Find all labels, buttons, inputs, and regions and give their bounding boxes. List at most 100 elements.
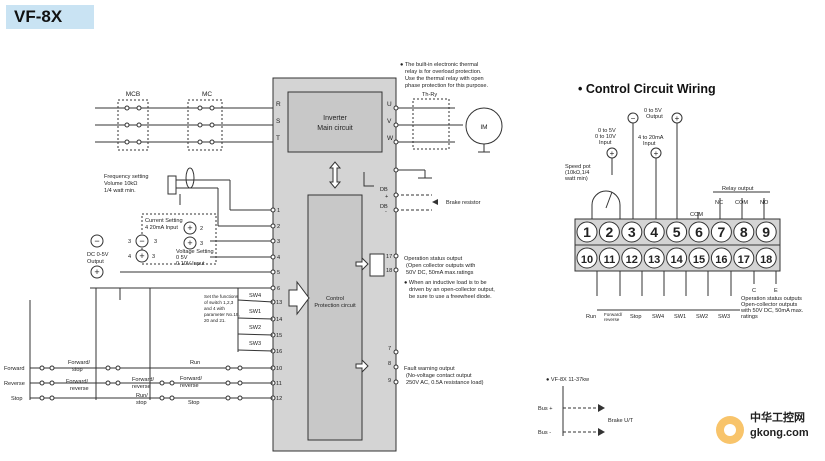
current-setting-2: 4 20mA Input	[145, 225, 178, 231]
term-6: 6	[277, 286, 280, 292]
term-2: 2	[277, 224, 280, 230]
terminal-w: W	[387, 135, 394, 142]
status-arrow	[355, 256, 369, 272]
small-num-3: 3	[128, 239, 131, 245]
terminal-u: U	[387, 101, 392, 108]
terminal-number: 3	[628, 224, 636, 240]
mc-box	[187, 99, 223, 151]
term-17: 17	[386, 254, 392, 260]
mcb-label: MCB	[126, 91, 140, 98]
terminal-number: 7	[718, 224, 726, 240]
sw3-label: SW3	[249, 341, 261, 347]
speed-pot-icon	[591, 190, 621, 206]
small-num-5: 4	[128, 254, 131, 260]
sw-note-5: 20 and 21.	[204, 318, 226, 323]
voltage-setting-3: 0 10V Input	[176, 261, 205, 267]
terminal-number: 11	[604, 254, 616, 266]
terminal-number: 10	[581, 254, 593, 266]
term-11: 11	[276, 381, 282, 387]
watermark-text-1: 中华工控网	[750, 410, 805, 424]
terminal-s: S	[276, 118, 281, 125]
sw-note-1: Set the functions	[204, 294, 239, 299]
stop-label: Stop	[188, 400, 200, 406]
term-3: 3	[277, 239, 280, 245]
svg-text:−: −	[139, 236, 144, 246]
terminal-number: 6	[695, 224, 703, 240]
sw2-label: SW2	[249, 325, 261, 331]
fwdrev-label-1: Forward/	[180, 376, 203, 382]
small-num-2: 3	[200, 241, 203, 247]
mcb-contacts	[124, 105, 215, 145]
shield-ring	[185, 167, 195, 189]
dc-output-2: Output	[87, 259, 104, 265]
svg-text:+: +	[654, 149, 659, 158]
freq-pot-icon	[167, 175, 177, 195]
mid-label-8: reverse	[132, 384, 151, 390]
sw-note-2: of switch 1,2,3	[204, 300, 234, 305]
mid-label-4: reverse	[70, 386, 89, 392]
speed-pot-3: watt min)	[564, 176, 588, 182]
terminal-number: 4	[650, 224, 658, 240]
input-arrow	[288, 280, 310, 316]
bus-minus-label: Bus -	[538, 430, 551, 436]
terminal-number: 15	[693, 254, 705, 266]
input1-label-1: 0 to 5V	[598, 128, 616, 134]
term-13: 13	[276, 300, 282, 306]
svg-text:−: −	[94, 236, 99, 246]
svg-text:+: +	[675, 114, 680, 123]
sw1-label: SW1	[249, 309, 261, 315]
terminal-circle	[643, 221, 665, 243]
terminal-number: 9	[762, 224, 770, 240]
bus-arrow-1	[598, 404, 605, 412]
terminal-r: R	[276, 101, 281, 108]
mid-label-5: Run/	[136, 393, 148, 399]
sw-wires	[237, 288, 274, 352]
terminal-circle	[621, 247, 643, 269]
svg-text:+: +	[187, 223, 192, 233]
mid-label-6: stop	[136, 400, 147, 406]
term-4: 4	[277, 255, 280, 261]
terminal-circle	[598, 247, 620, 269]
mid-label-3: Forward/	[66, 379, 89, 385]
control-circuit-label-1: Control	[326, 296, 344, 302]
svg-text:+: +	[610, 149, 615, 158]
page-title: VF-8X	[14, 7, 63, 26]
terminal-circle	[755, 221, 777, 243]
svg-text:+: +	[187, 238, 192, 248]
term-14: 14	[276, 317, 282, 323]
brake-ut-label: Brake U/T	[608, 418, 634, 424]
sw-note-4: parameter No.19,	[204, 312, 240, 317]
svg-text:+: +	[94, 267, 99, 277]
source-symbols	[90, 221, 197, 279]
fwdrev-label-2: reverse	[180, 383, 199, 389]
terminal-number: 14	[670, 254, 683, 266]
op-note-2: Open-collector outputs	[741, 302, 797, 308]
terminal-circle	[666, 221, 688, 243]
terminal-circle	[598, 221, 620, 243]
relay-no: NO	[760, 200, 769, 206]
label-e: E	[774, 288, 778, 294]
bot-label-sw1: SW1	[674, 314, 686, 320]
control-circuit-box	[307, 194, 363, 441]
term-15: 15	[276, 333, 282, 339]
control-circuit-label-2: Protection circuit	[314, 303, 356, 309]
bot-label-sw2: SW2	[696, 314, 708, 320]
inductive-note-1: ● When an inductive load is to be	[404, 280, 487, 286]
sw-note-3: and 4 with	[204, 306, 225, 311]
small-num-6: 3	[152, 254, 155, 260]
relay-output-label: Relay output	[722, 186, 754, 192]
op-note-3: with 50V DC, 50mA max.	[740, 308, 804, 314]
fault-output-1: Fault warning output	[404, 366, 455, 372]
op-note-1: Operation status outputs	[741, 296, 802, 302]
input-setting-box	[141, 213, 217, 265]
terminal-number: 2	[606, 224, 614, 240]
terminal-v: V	[387, 118, 392, 125]
bus-arrow-2	[598, 428, 605, 436]
mid-label-7: Forward/	[132, 377, 155, 383]
term-5: 5	[277, 270, 280, 276]
terminal-number: 1	[583, 224, 591, 240]
thermal-note-1: ● The built-in electronic thermal	[400, 62, 478, 68]
small-num-4: 3	[154, 239, 157, 245]
